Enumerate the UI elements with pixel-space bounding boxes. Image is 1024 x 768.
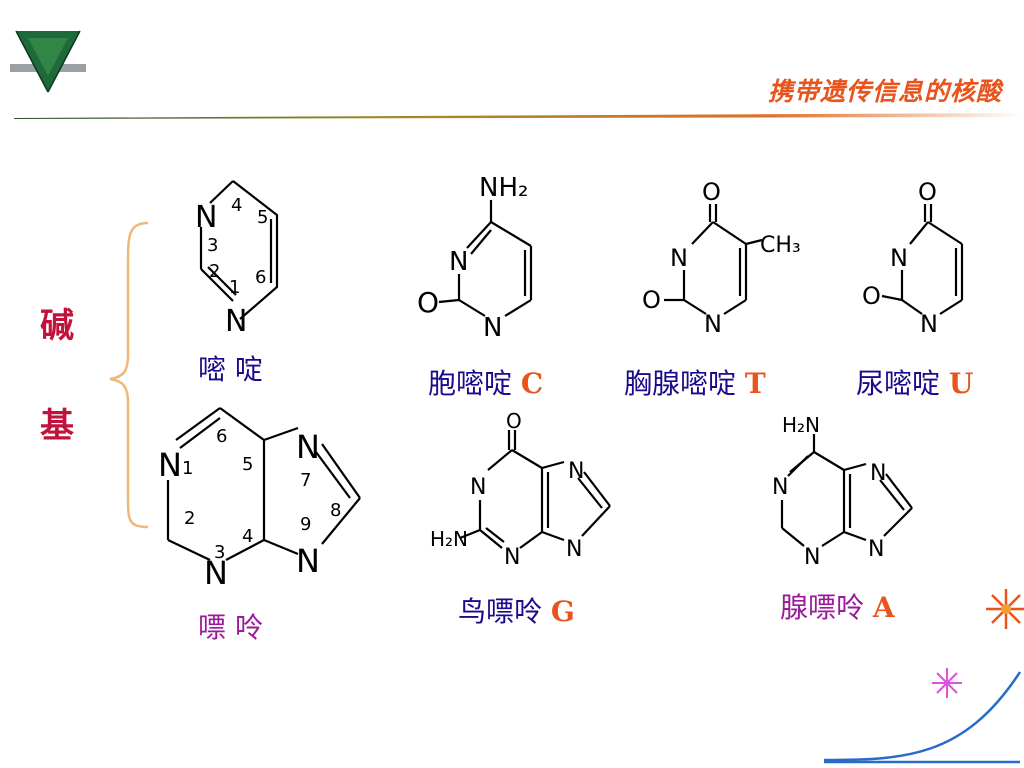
pyrimidine-num-6: 6 [255, 267, 266, 288]
guanine-letter: G [550, 595, 575, 628]
pyrimidine-num-3: 3 [207, 235, 218, 256]
guanine-nh2: H₂N [430, 527, 468, 551]
thymine-letter: T [744, 367, 766, 400]
guanine-name: 鸟嘌呤 [458, 595, 543, 628]
thymine-name: 胸腺嘧啶 [624, 367, 737, 400]
uracil-n-top: N [890, 244, 908, 272]
logo-icon [10, 30, 86, 93]
pyrimidine-atom-n3: N [195, 200, 217, 235]
pyrimidine-atom-n1: N [225, 304, 247, 339]
thymine-ch3: CH₃ [760, 233, 801, 258]
pyrimidine-num-5: 5 [257, 207, 268, 228]
sparkle-icon [986, 589, 1024, 629]
purine-atom-n7: N [296, 428, 320, 466]
thymine-n-bottom: N [704, 310, 722, 338]
curly-bracket [109, 221, 149, 529]
guanine-n7: N [568, 459, 584, 484]
uracil-name-row: 尿嘧啶 U [856, 362, 973, 402]
purine-num-7: 7 [300, 470, 311, 491]
bases-label-char-2: 基 [40, 406, 74, 446]
adenine-n3: N [804, 545, 820, 570]
thymine-name-row: 胸腺嘧啶 T [624, 362, 766, 402]
purine-num-8: 8 [330, 500, 341, 521]
pyrimidine-num-2: 2 [209, 261, 220, 282]
pyrimidine-name: 嘧 啶 [198, 353, 263, 386]
guanine-n1: N [470, 475, 486, 500]
purine-atom-n9: N [296, 542, 320, 580]
cytosine-n-bottom: N [483, 313, 502, 343]
adenine-name: 腺嘌呤 [780, 591, 865, 624]
cytosine-n-top: N [449, 247, 468, 277]
purine-atom-n3: N [204, 554, 228, 592]
adenine-nh2: H₂N [782, 413, 820, 437]
cytosine-name-row: 胞嘧啶 C [428, 362, 543, 402]
pyrimidine-num-4: 4 [231, 195, 242, 216]
uracil-n-bottom: N [920, 310, 938, 338]
purine-atom-n1: N [158, 446, 182, 484]
adenine-n9: N [868, 537, 884, 562]
cytosine-structure: NH₂ N N O [417, 173, 533, 343]
adenine-structure: H₂N N N N N [772, 413, 913, 570]
guanine-o: O [506, 409, 522, 433]
guanine-n9: N [566, 537, 582, 562]
adenine-n7: N [870, 461, 886, 486]
uracil-structure: O N N O [862, 178, 964, 338]
purine-num-6: 6 [216, 426, 227, 447]
header-divider [14, 113, 1024, 119]
purine-num-5: 5 [242, 454, 253, 475]
pyrimidine-num-1: 1 [229, 277, 240, 298]
adenine-n1: N [772, 475, 788, 500]
purine-num-3: 3 [214, 542, 225, 563]
uracil-o-left: O [862, 282, 881, 310]
purine-name: 嘌 呤 [198, 611, 263, 644]
slide-title: 携带遗传信息的核酸 [767, 77, 1002, 106]
uracil-letter: U [948, 367, 974, 400]
thymine-n-top: N [670, 244, 688, 272]
thymine-o-top: O [702, 178, 721, 206]
guanine-structure: O N N N N H₂N [430, 409, 611, 570]
purine-num-4: 4 [242, 526, 253, 547]
pyrimidine-structure: N N 4 3 5 2 6 1 [195, 180, 279, 339]
adenine-name-row: 腺嘌呤 A [780, 586, 895, 626]
uracil-name: 尿嘧啶 [856, 367, 941, 400]
cytosine-o: O [417, 286, 439, 319]
thymine-structure: O CH₃ N N O [642, 178, 801, 338]
adenine-letter: A [872, 591, 895, 624]
star-icon [932, 668, 962, 698]
cytosine-name: 胞嘧啶 [428, 367, 513, 400]
cytosine-letter: C [520, 367, 544, 400]
guanine-name-row: 鸟嘌呤 G [458, 590, 575, 630]
purine-num-2: 2 [184, 508, 195, 529]
cytosine-nh2: NH₂ [479, 173, 528, 203]
uracil-o-top: O [918, 178, 937, 206]
thymine-o-left: O [642, 286, 661, 314]
bases-label-char-1: 碱 [40, 306, 74, 346]
footer-accent-line [823, 671, 1022, 764]
purine-num-1: 1 [182, 458, 193, 479]
purine-structure: N N N N 1 2 3 4 5 6 7 8 9 [158, 407, 361, 592]
guanine-n3: N [504, 545, 520, 570]
purine-num-9: 9 [300, 514, 311, 535]
